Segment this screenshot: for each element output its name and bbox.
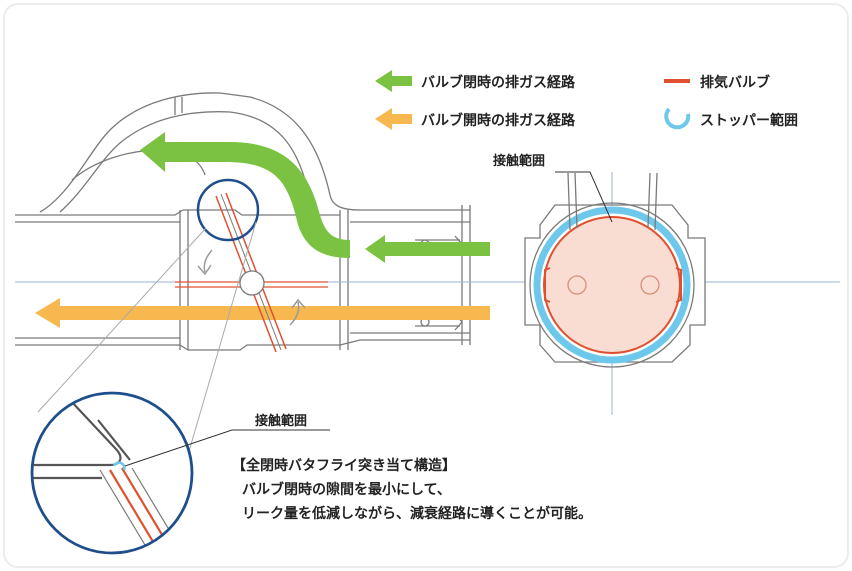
description-heading: 【全閉時バタフライ突き当て構造】 (232, 458, 456, 474)
contact-leader-left (124, 429, 330, 467)
contact-point-icon (112, 461, 126, 471)
butterfly-valve-side (175, 192, 328, 353)
legend-valve-label: 排気バルブ (700, 75, 770, 91)
contact-leader-right (555, 171, 613, 223)
zoom-guide-line-right (184, 221, 257, 466)
zoom-guide-line-left (37, 227, 207, 413)
stopper-range-ring (533, 206, 691, 364)
rotation-arrow-down-icon (289, 298, 306, 326)
legend-stopper-label: ストッパー範囲 (700, 113, 798, 129)
contact-range-label-left: 接触範囲 (255, 414, 308, 429)
description-line-1: バルブ閉時の隙間を最小にして、 (242, 482, 451, 498)
cross-section-view (524, 172, 706, 415)
legend-stopper-ring-icon (664, 107, 691, 130)
green-inlet-arrow (365, 235, 490, 263)
zoom-source-circle (196, 178, 260, 242)
description-line-2: リーク量を低減しながら、減衰経路に導くことが可能。 (242, 506, 592, 522)
rotation-arrow-up-icon (197, 249, 213, 276)
green-bypass-arrow (140, 132, 350, 258)
legend-closed-path-label: バルブ閉時の排ガス経路 (421, 75, 575, 91)
legend-orange-arrow-icon (375, 108, 412, 130)
contact-range-label-right: 接触範囲 (493, 154, 546, 169)
legend-green-arrow-icon (375, 70, 412, 92)
legend-open-path-label: バルブ開時の排ガス経路 (421, 113, 575, 129)
orange-straight-arrow (35, 298, 490, 328)
